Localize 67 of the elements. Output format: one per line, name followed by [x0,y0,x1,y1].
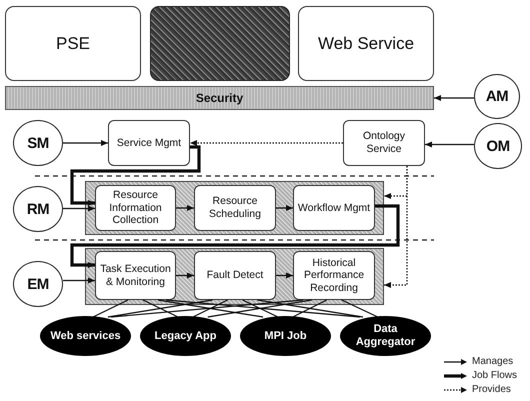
box-label: Web services [50,330,121,342]
manager-label: EM [27,276,49,292]
manager-label: SM [27,134,49,152]
module-box [298,6,434,81]
hatched-box [150,6,290,81]
arrow [63,206,95,212]
process-box [293,251,375,300]
connector-line [257,299,364,318]
arrow [176,272,194,278]
arrow [63,140,108,146]
layer-band [85,248,384,305]
process-box [293,185,375,231]
arrow [190,140,343,146]
connector-line [110,299,304,318]
manager-circle [13,186,63,232]
connector-line [158,299,264,318]
arrow [70,145,201,206]
connector-line [92,299,128,318]
process-box [343,120,425,166]
arrow [63,278,95,284]
box-label: Web Service [318,32,414,54]
connector-line [142,299,178,318]
box-label: Task Execution & Monitoring [99,262,172,288]
box-label: Security [196,91,244,105]
manager-circle [474,123,522,169]
process-box [95,251,176,300]
arrow [276,272,293,278]
connector-line [242,299,278,318]
process-box [95,185,176,231]
manager-label: AM [486,88,508,105]
box-label: Data Aggregator [354,323,416,349]
manager-label: RM [26,200,50,218]
process-box [194,185,276,231]
connector-line [341,299,378,318]
arrow [176,205,194,211]
manager-circle [13,120,63,166]
manager-circle [474,74,520,119]
box-label: MPI Job [264,330,307,342]
box-label: Ontology Service [362,130,406,156]
arrow [70,204,400,268]
connector-line [108,299,213,318]
legend-label: Job Flows [472,370,518,381]
manager-label: OM [486,138,510,154]
module-box [5,6,141,81]
arrow [434,95,474,101]
legend-label: Provides [472,384,511,395]
box-label: Workflow Mgmt [298,202,370,214]
connector-line [192,299,228,318]
box-label: Historical Performance Recording [302,256,366,294]
box-label: Legacy App [154,330,216,342]
box-label: Resource Scheduling [208,195,262,221]
process-box [194,251,276,300]
box-label: Service Mgmt [116,136,182,150]
box-label: PSE [56,32,90,54]
layer-band [85,181,384,235]
arrow [384,166,408,288]
arrow [425,142,474,148]
box-label: Resource Information Collection [108,189,163,227]
connector-line [292,299,327,318]
legend-label: Manages [472,356,514,367]
arrow [276,205,293,211]
process-box [108,120,190,166]
connector-line [208,299,312,318]
connector-line [166,299,360,318]
manager-circle [13,261,63,307]
security-bar [5,86,434,110]
box-label: Fault Detect [206,269,264,282]
